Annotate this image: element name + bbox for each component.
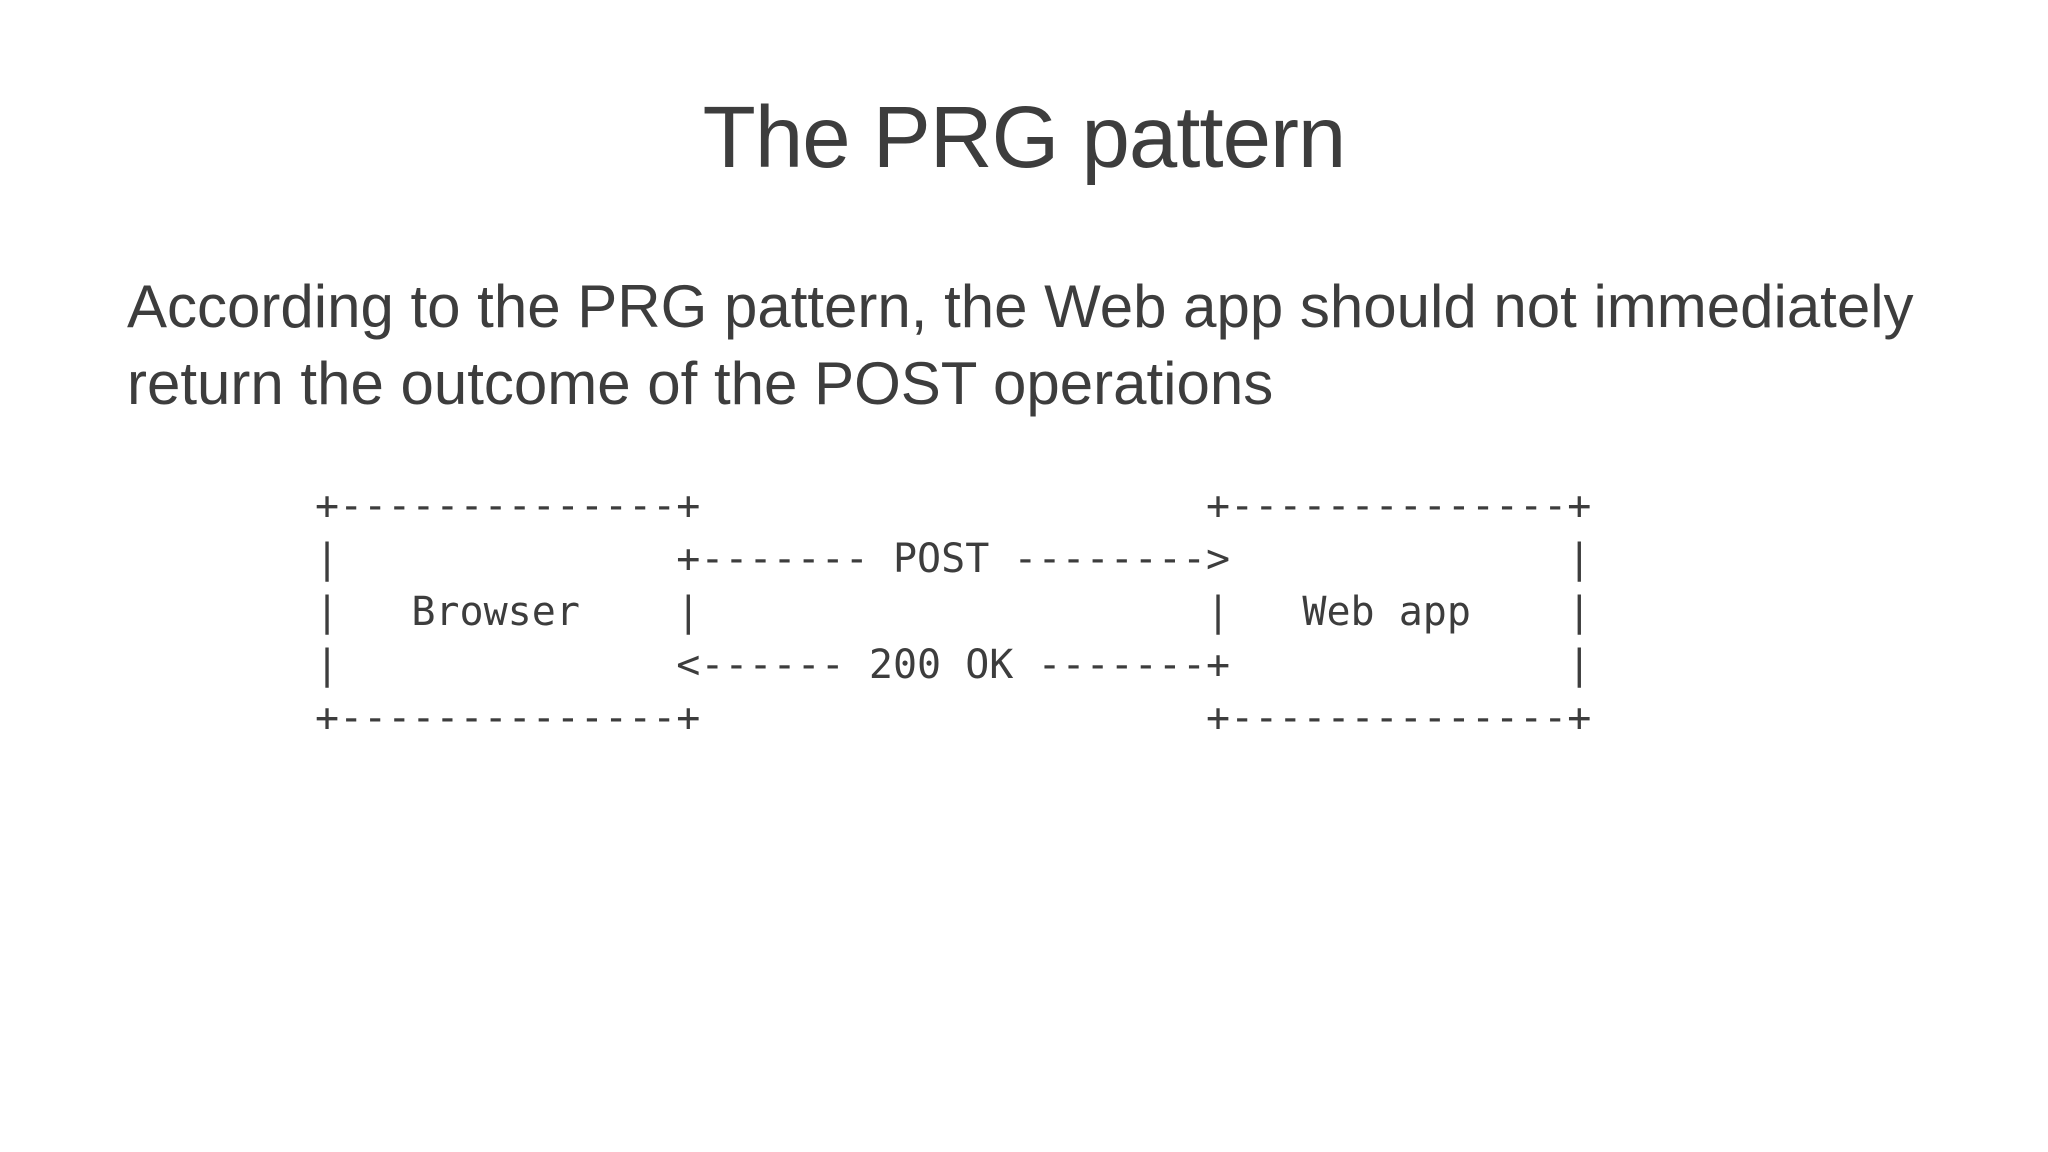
body-text: According to the PRG pattern, the Web ap… — [127, 273, 1914, 417]
slide-title: The PRG pattern — [702, 89, 1347, 186]
ascii-diagram: +--------------+ +--------------+ | +---… — [315, 483, 1592, 741]
